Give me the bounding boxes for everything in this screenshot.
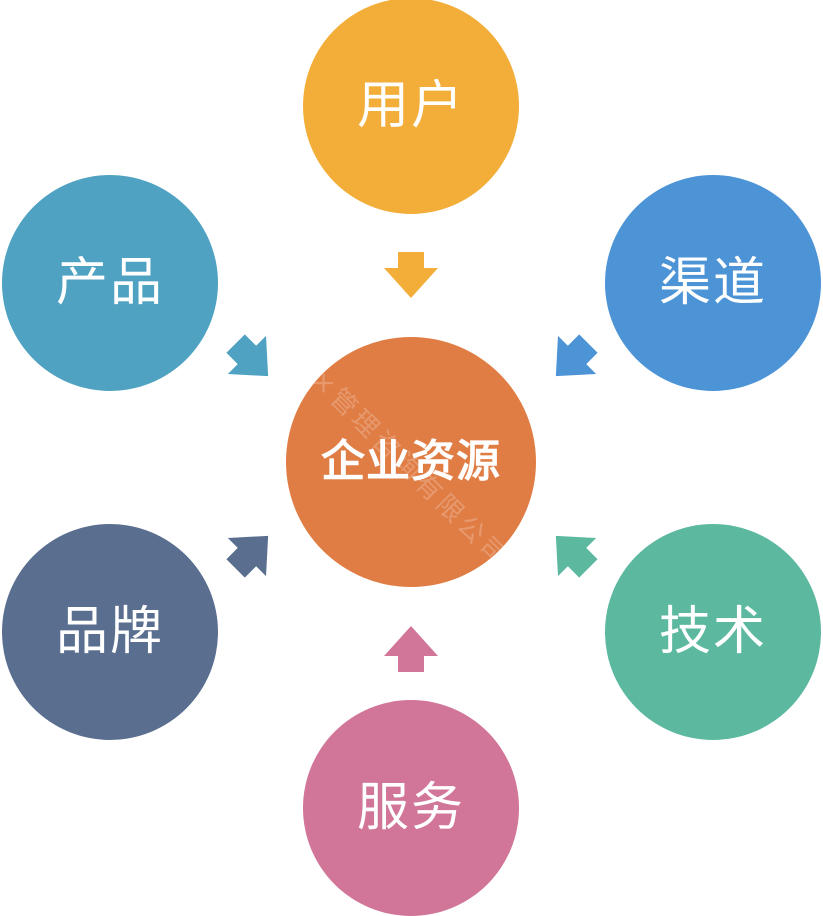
node-product: 产品: [2, 175, 218, 391]
node-enterprise-resources: 企业资源: [286, 337, 536, 587]
arrow-up-left-icon: [528, 508, 613, 593]
node-service-label: 服务: [356, 778, 465, 838]
arrow-down-left-icon: [528, 320, 613, 405]
node-user: 用户: [303, 0, 519, 214]
node-user-label: 用户: [356, 76, 465, 136]
node-tech: 技术: [605, 524, 821, 740]
node-channel-label: 渠道: [658, 253, 767, 313]
arrow-down-icon: [381, 248, 441, 308]
node-service: 服务: [303, 700, 519, 916]
node-product-label: 产品: [55, 253, 164, 313]
node-channel: 渠道: [605, 175, 821, 391]
arrow-up-right-icon: [212, 508, 297, 593]
node-tech-label: 技术: [658, 602, 767, 662]
arrow-down-right-icon: [212, 320, 297, 405]
arrow-up-icon: [381, 616, 441, 676]
node-brand: 品牌: [2, 524, 218, 740]
node-brand-label: 品牌: [55, 602, 164, 662]
center-label: 企业资源: [321, 436, 501, 487]
